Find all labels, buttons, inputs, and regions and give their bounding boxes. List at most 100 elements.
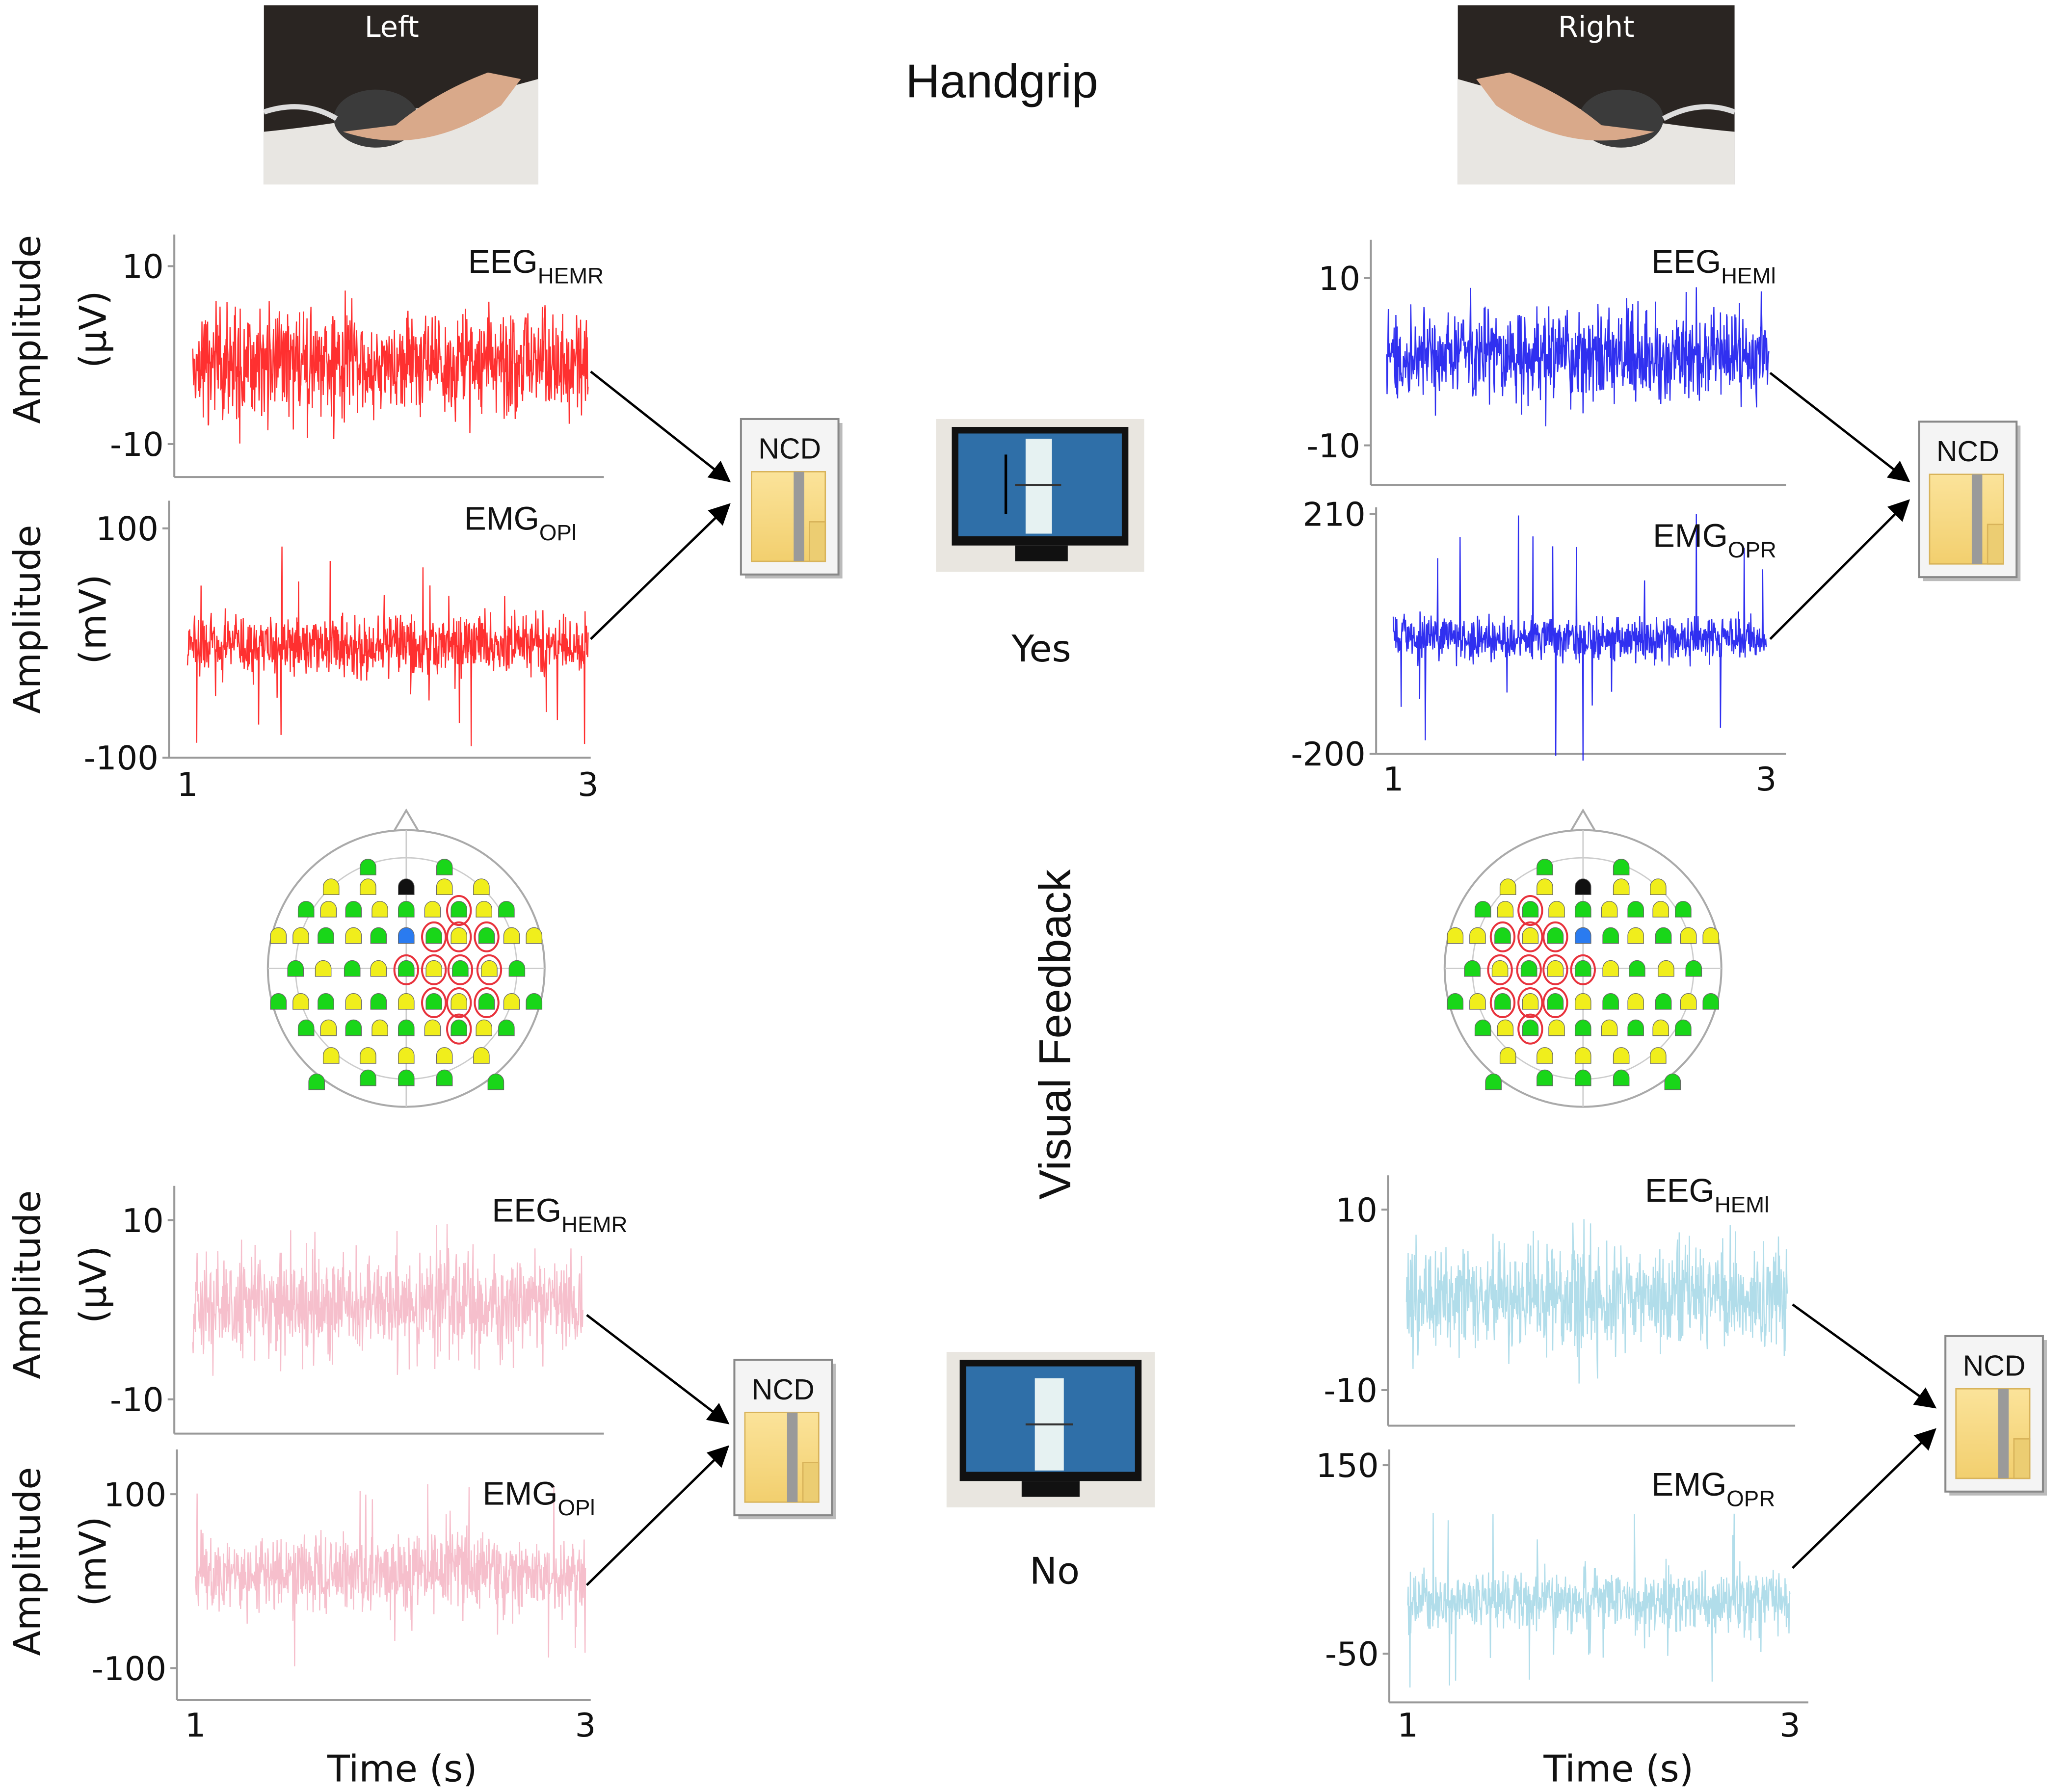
electrode: [1499, 1047, 1516, 1064]
signal-name: EMG: [483, 1476, 558, 1512]
electrode: [1658, 960, 1674, 977]
electrode: [371, 901, 388, 918]
electrode: [450, 927, 467, 944]
y-tick-label: -10: [110, 1381, 164, 1419]
highlighted-electrode-ring: [1570, 954, 1596, 985]
amplitude-label: Amplitude: [5, 235, 49, 424]
electrode: [1574, 1069, 1591, 1086]
signal-name: EMG: [1651, 1466, 1726, 1503]
electrode: [450, 901, 467, 918]
highlighted-electrode-ring: [447, 954, 474, 985]
signal-name: EEG: [1645, 1172, 1715, 1209]
ncd-compression-box: NCD: [740, 418, 843, 579]
y-tick-label: 10: [1335, 1191, 1377, 1229]
electrode: [436, 1069, 453, 1086]
electrode: [1601, 901, 1618, 918]
unit-uv-label: (µV): [72, 1246, 115, 1323]
electrode: [1664, 1073, 1681, 1090]
electrode: [345, 993, 362, 1010]
electrode: [503, 993, 520, 1010]
electrode: [498, 901, 515, 918]
electrode: [425, 927, 442, 944]
signal-subscript: HEMR: [538, 263, 604, 288]
electrode: [360, 878, 376, 895]
electrode: [398, 960, 415, 977]
electrode: [1702, 927, 1720, 944]
y-tick-label: -200: [1291, 735, 1365, 773]
electrode: [322, 878, 340, 895]
highlighted-electrode-ring: [474, 987, 500, 1019]
electrode: [424, 901, 441, 918]
electrode: [398, 1069, 415, 1086]
x-tick-label: 1: [177, 765, 198, 804]
signal-label: EEGHEMR: [468, 243, 604, 288]
electrode: [370, 927, 387, 944]
electrode: [370, 993, 387, 1010]
electrode: [425, 993, 442, 1010]
electrode: [1680, 927, 1697, 944]
highlighted-electrode-ring: [1487, 954, 1513, 985]
right-hand-photo: Right: [1458, 5, 1736, 184]
electrode: [1447, 927, 1464, 944]
electrode: [360, 1047, 376, 1064]
highlighted-electrode-ring: [446, 1013, 472, 1045]
signal-name: EMG: [1653, 517, 1728, 554]
y-tick-label: -10: [1306, 427, 1360, 465]
electrode: [1469, 927, 1486, 944]
y-tick-label: 150: [1316, 1447, 1378, 1485]
left-photo-label: Left: [365, 10, 419, 44]
y-tick-label: -100: [84, 739, 159, 777]
electrode: [1613, 859, 1630, 875]
electrode: [436, 859, 453, 875]
visual-feedback-label: Visual Feedback: [1030, 869, 1080, 1200]
nose-outline: [392, 808, 421, 834]
y-tick-label: 10: [1319, 260, 1360, 298]
electrode: [344, 960, 361, 977]
electrode: [287, 960, 304, 977]
electrode: [1522, 927, 1539, 944]
electrode: [1680, 993, 1697, 1010]
y-tick-label: -50: [1325, 1635, 1379, 1673]
x-tick-label: 1: [1397, 1706, 1418, 1744]
signal-subscript: HEMR: [561, 1212, 627, 1237]
right-photo-label: Right: [1558, 10, 1635, 44]
highlighted-electrode-ring: [1517, 1013, 1543, 1045]
signal-name: EMG: [464, 500, 539, 537]
electrode: [1602, 993, 1619, 1010]
electrode: [360, 859, 376, 875]
electrode: [1522, 901, 1539, 918]
highlighted-electrode-ring: [1517, 921, 1543, 952]
page-title: Handgrip: [905, 55, 1098, 108]
unit-uv-label: (µV): [72, 290, 115, 368]
signal-trace: [1386, 287, 1770, 426]
ncd-compression-box: NCD: [1944, 1335, 2047, 1496]
y-tick-label: 100: [96, 510, 159, 548]
electrode: [1602, 960, 1619, 977]
electrode: [1574, 993, 1591, 1010]
electrode: [1652, 901, 1669, 918]
arrow: [1792, 1303, 1937, 1409]
electrode: [1537, 878, 1553, 895]
ncd-compression-box: NCD: [1918, 421, 2021, 581]
signal-name: EEG: [468, 243, 538, 280]
signal-subscript: OPR: [1726, 1486, 1775, 1511]
highlighted-electrode-ring: [1517, 987, 1543, 1019]
electrode: [424, 1019, 441, 1036]
time-axis-label-right: Time (s): [1543, 1747, 1694, 1791]
electrode: [1547, 993, 1564, 1010]
electrode: [1675, 901, 1692, 918]
electrode: [1655, 927, 1672, 944]
highlighted-electrode-ring: [421, 921, 447, 952]
electrode: [398, 1019, 415, 1036]
signal-trace: [1405, 1219, 1788, 1384]
electrode: [345, 927, 362, 944]
arrow: [585, 1445, 730, 1586]
electrode: [1613, 1047, 1630, 1064]
electrode: [1494, 927, 1511, 944]
eeg-electrode-maps: [266, 808, 1722, 1108]
